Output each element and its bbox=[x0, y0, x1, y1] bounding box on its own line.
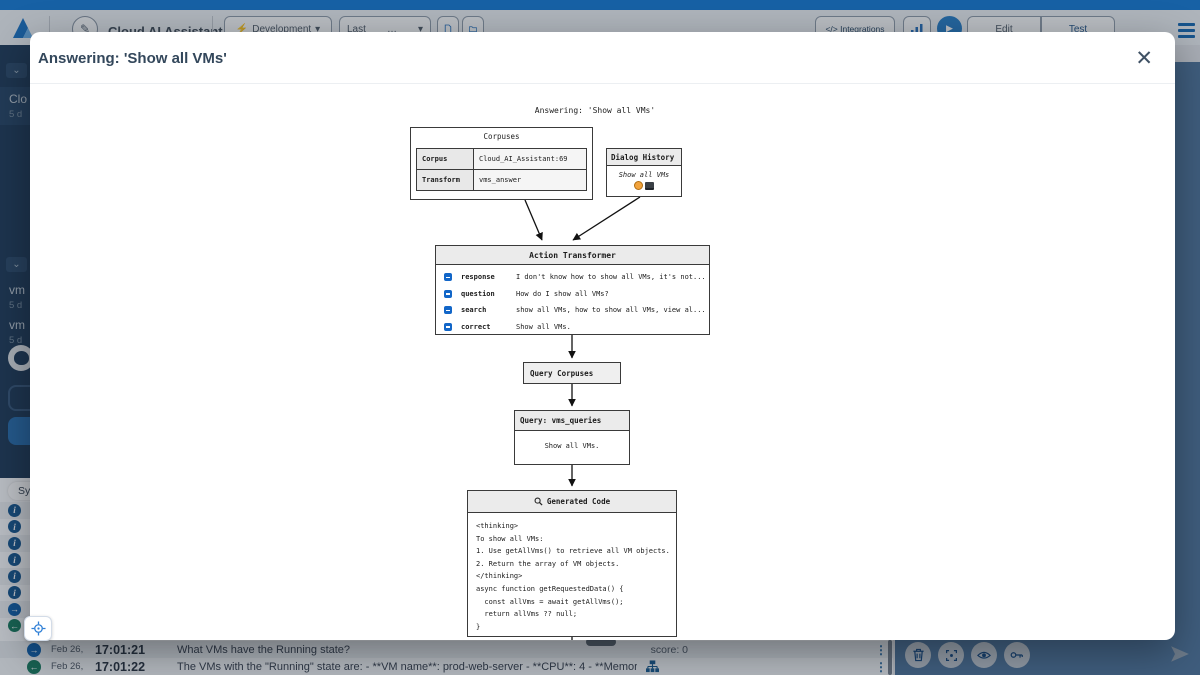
info-icon: i bbox=[8, 536, 21, 550]
log-time: 17:01:22 bbox=[95, 659, 146, 674]
action-transformer-rows: response I don't know how to show all VM… bbox=[436, 265, 709, 335]
play-icon: ▶ bbox=[946, 23, 953, 33]
log-score: score: 0 bbox=[650, 643, 688, 656]
document-icon bbox=[444, 24, 452, 33]
transformer-row: correct Show all VMs. bbox=[444, 319, 709, 336]
caret-down-icon: ▾ bbox=[315, 23, 321, 35]
generated-code-node[interactable]: Generated Code <thinking> To show all VM… bbox=[467, 490, 677, 637]
corpuses-node[interactable]: Corpuses Corpus Cloud_AI_Assistant:69 Tr… bbox=[410, 127, 593, 200]
top-strip bbox=[0, 0, 1200, 10]
pencil-icon: ✎ bbox=[79, 22, 91, 36]
transformer-row: search show all VMs, how to show all VMs… bbox=[444, 302, 709, 319]
action-transformer-title: Action Transformer bbox=[436, 246, 709, 265]
log-text: The VMs with the "Running" state are: - … bbox=[177, 660, 637, 673]
info-icon: i bbox=[8, 520, 21, 534]
user-face-icon bbox=[634, 181, 643, 190]
kebab-menu-icon[interactable]: ⋮ bbox=[875, 642, 887, 657]
laptop-icon bbox=[645, 181, 654, 190]
header-divider bbox=[212, 16, 213, 38]
action-transformer-node[interactable]: Action Transformer response I don't know… bbox=[435, 245, 710, 335]
caret-down-icon: ▾ bbox=[417, 23, 423, 35]
query-corpuses-node[interactable]: Query Corpuses bbox=[523, 362, 621, 384]
query-title: Query: vms_queries bbox=[515, 411, 629, 431]
action-badge-icon bbox=[444, 289, 452, 298]
generated-code-header: Generated Code bbox=[468, 491, 676, 513]
diagram-caption: Answering: 'Show all VMs' bbox=[534, 106, 656, 115]
log-row-question[interactable]: → Feb 26, 17:01:21 What VMs have the Run… bbox=[0, 638, 893, 658]
log-row[interactable]: ← bbox=[0, 618, 893, 635]
answering-modal: Answering: 'Show all VMs' ✕ Answering: '… bbox=[30, 32, 1175, 640]
table-row: Corpus Cloud_AI_Assistant:69 bbox=[417, 149, 586, 170]
action-badge-icon bbox=[444, 306, 452, 315]
dialog-history-title: Dialog History bbox=[607, 149, 681, 166]
dialog-history-icons bbox=[607, 181, 681, 190]
delete-button[interactable] bbox=[905, 642, 931, 668]
query-body: Show all VMs. bbox=[544, 442, 600, 450]
ellipsis: … bbox=[386, 23, 397, 35]
action-badge-icon bbox=[444, 322, 452, 331]
crosshair-icon bbox=[30, 621, 46, 636]
arrow-left-icon: ← bbox=[27, 659, 41, 674]
sidebar-item-vm-1[interactable]: vm 5 d bbox=[9, 283, 25, 311]
scan-icon bbox=[945, 649, 957, 661]
scan-button[interactable] bbox=[938, 642, 964, 668]
table-row: Transform vms_answer bbox=[417, 170, 586, 190]
query-node[interactable]: Query: vms_queries Show all VMs. bbox=[514, 410, 630, 465]
lightning-icon: ⚡ bbox=[235, 23, 249, 35]
corpuses-title: Corpuses bbox=[483, 132, 520, 141]
locate-target-button[interactable] bbox=[24, 616, 52, 641]
arrow-right-icon: → bbox=[8, 602, 21, 616]
folder-icon bbox=[469, 25, 477, 32]
info-icon: i bbox=[8, 503, 21, 517]
github-icon[interactable] bbox=[8, 345, 34, 371]
log-date: Feb 26, bbox=[51, 661, 84, 672]
dialog-history-message: Show all VMs bbox=[618, 171, 670, 179]
action-badge-icon bbox=[444, 273, 452, 282]
dialog-history-node[interactable]: Dialog History Show all VMs bbox=[606, 148, 682, 197]
chat-toolbar bbox=[905, 642, 1030, 668]
log-row[interactable]: i bbox=[0, 519, 893, 536]
log-row[interactable]: i bbox=[0, 552, 893, 569]
info-icon: i bbox=[8, 569, 21, 583]
eye-icon bbox=[977, 651, 991, 659]
answer-flow-diagram: Answering: 'Show all VMs' Corpuses bbox=[30, 84, 1175, 640]
paper-plane-icon bbox=[1171, 646, 1189, 662]
hamburger-menu-icon[interactable] bbox=[1178, 20, 1195, 41]
key-icon bbox=[1010, 652, 1023, 658]
flow-diagram-icon[interactable] bbox=[645, 660, 660, 673]
chevron-down-icon[interactable]: ⌄ bbox=[6, 63, 27, 78]
corpuses-table: Corpus Cloud_AI_Assistant:69 Transform v… bbox=[416, 148, 587, 191]
info-icon: i bbox=[8, 553, 21, 567]
close-icon[interactable]: ✕ bbox=[1135, 47, 1153, 70]
log-text: What VMs have the Running state? bbox=[177, 643, 351, 656]
chevron-down-icon[interactable]: ⌄ bbox=[6, 257, 27, 272]
horizontal-scrollbar-thumb[interactable] bbox=[586, 638, 616, 646]
modal-header: Answering: 'Show all VMs' ✕ bbox=[30, 32, 1175, 84]
log-date: Feb 26, bbox=[51, 644, 84, 655]
kebab-menu-icon[interactable]: ⋮ bbox=[875, 659, 887, 674]
log-time: 17:01:21 bbox=[95, 642, 146, 657]
header-divider bbox=[49, 16, 50, 38]
modal-title: Answering: 'Show all VMs' bbox=[38, 50, 227, 67]
trash-icon bbox=[912, 648, 924, 662]
generated-code-body: <thinking> To show all VMs: 1. Use getAl… bbox=[476, 522, 670, 631]
transformer-row: response I don't know how to show all VM… bbox=[444, 269, 709, 286]
arrow-right-icon: → bbox=[27, 642, 41, 657]
magnifier-icon bbox=[534, 497, 543, 506]
info-icon: i bbox=[8, 586, 21, 600]
watch-button[interactable] bbox=[971, 642, 997, 668]
send-button[interactable] bbox=[1170, 645, 1190, 666]
vertical-scrollbar[interactable] bbox=[888, 640, 892, 675]
arrow-left-icon: ← bbox=[8, 619, 21, 633]
app-logo bbox=[13, 18, 33, 38]
log-row[interactable]: i bbox=[0, 585, 893, 602]
sidebar-item-vm-2[interactable]: vm 5 d bbox=[9, 318, 25, 346]
key-button[interactable] bbox=[1004, 642, 1030, 668]
transformer-row: question How do I show all VMs? bbox=[444, 286, 709, 303]
log-row-answer[interactable]: ← Feb 26, 17:01:22 The VMs with the "Run… bbox=[0, 658, 893, 675]
